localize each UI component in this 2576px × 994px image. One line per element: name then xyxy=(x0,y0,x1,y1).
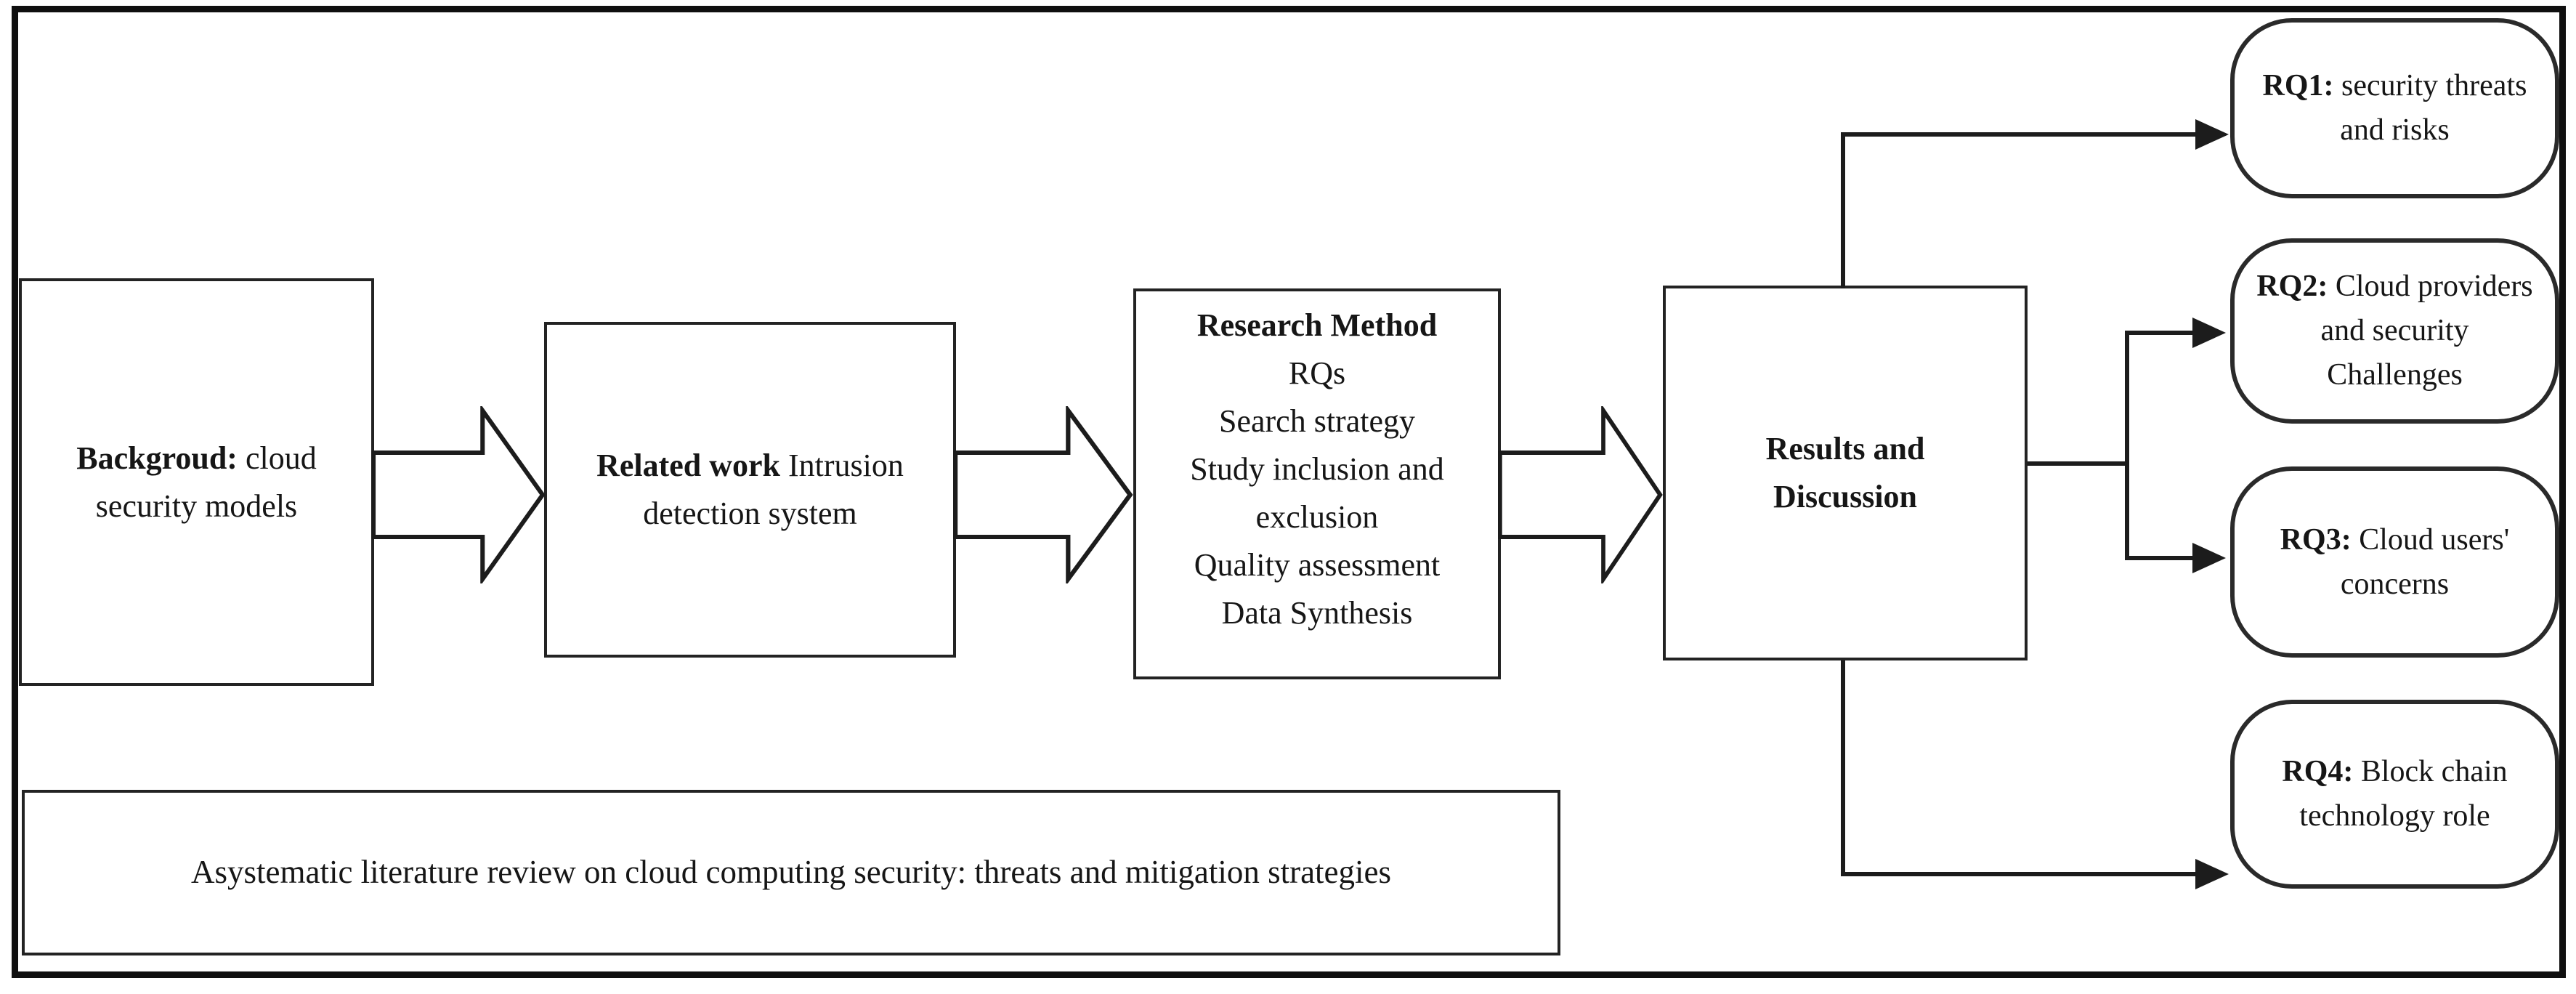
node-rq3: RQ3: Cloud users' concerns xyxy=(2230,466,2559,658)
research-method-item: Study inclusion and exclusion xyxy=(1190,451,1444,535)
connector-mid-bracket xyxy=(2125,331,2129,560)
node-rq4-label-bold: RQ4: xyxy=(2282,755,2354,789)
arrowhead-rq2-icon xyxy=(2192,318,2226,348)
research-method-item: Search strategy xyxy=(1219,403,1415,439)
node-research-method: Research Method RQs Search strategy Stud… xyxy=(1133,288,1501,679)
node-background-label-bold: Backgroud: xyxy=(76,440,238,476)
node-results-discussion: Results and Discussion xyxy=(1663,286,2028,660)
node-results-discussion-label: Results and Discussion xyxy=(1765,431,1925,514)
node-related-work-label-bold: Related work xyxy=(596,448,781,483)
node-rq1-label: RQ1: security threats and risks xyxy=(2255,64,2535,153)
arrowhead-rq3-icon xyxy=(2192,543,2226,573)
connector-mid-stem xyxy=(2028,461,2129,466)
node-background-label: Backgroud: cloud security models xyxy=(44,435,349,530)
node-rq2-label: RQ2: Cloud providers and security Challe… xyxy=(2255,264,2535,397)
node-rq4-label-rest: Block chain technology role xyxy=(2299,755,2508,833)
outer-border xyxy=(12,6,2566,978)
research-method-title: Research Method xyxy=(1146,302,1488,349)
node-rq4: RQ4: Block chain technology role xyxy=(2230,700,2559,889)
node-background: Backgroud: cloud security models xyxy=(19,278,374,686)
connector-rq4-horizontal xyxy=(1841,872,2198,876)
connector-rq1-horizontal xyxy=(1841,132,2198,137)
block-arrow-icon xyxy=(371,406,546,583)
node-rq3-label-bold: RQ3: xyxy=(2280,522,2352,557)
connector-rq1-vertical xyxy=(1841,132,1845,288)
arrowhead-rq4-icon xyxy=(2195,859,2229,889)
node-rq1: RQ1: security threats and risks xyxy=(2230,18,2559,198)
block-arrow-icon xyxy=(1498,406,1663,583)
node-background-label-rest: cloud security models xyxy=(95,440,317,524)
node-rq2-label-rest: Cloud providers and security Challenges xyxy=(2320,270,2533,392)
node-related-work-label: Related work Intrusion detection system xyxy=(562,442,939,538)
arrowhead-rq1-icon xyxy=(2195,119,2229,150)
connector-rq2-horizontal xyxy=(2125,331,2196,335)
caption-text: Asystematic literature review on cloud c… xyxy=(190,854,1392,891)
node-rq1-label-rest: security threats and risks xyxy=(2340,69,2527,147)
research-method-item: Data Synthesis xyxy=(1221,595,1413,631)
node-rq3-label: RQ3: Cloud users' concerns xyxy=(2255,518,2535,607)
node-rq2-label-bold: RQ2: xyxy=(2256,270,2328,304)
node-rq3-label-rest: Cloud users' concerns xyxy=(2340,522,2510,601)
node-rq1-label-bold: RQ1: xyxy=(2262,69,2334,103)
caption-box: Asystematic literature review on cloud c… xyxy=(22,790,1560,955)
research-method-item: Quality assessment xyxy=(1194,547,1441,583)
node-rq2: RQ2: Cloud providers and security Challe… xyxy=(2230,238,2559,424)
research-method-item: RQs xyxy=(1288,355,1346,391)
connector-rq3-horizontal xyxy=(2125,556,2196,560)
block-arrow-icon xyxy=(953,406,1133,583)
connector-rq4-vertical xyxy=(1841,660,1845,876)
node-related-work-label-rest: Intrusion detection system xyxy=(643,448,904,531)
node-rq4-label: RQ4: Block chain technology role xyxy=(2255,750,2535,839)
node-related-work: Related work Intrusion detection system xyxy=(544,322,956,658)
research-method-title-text: Research Method xyxy=(1196,307,1438,343)
